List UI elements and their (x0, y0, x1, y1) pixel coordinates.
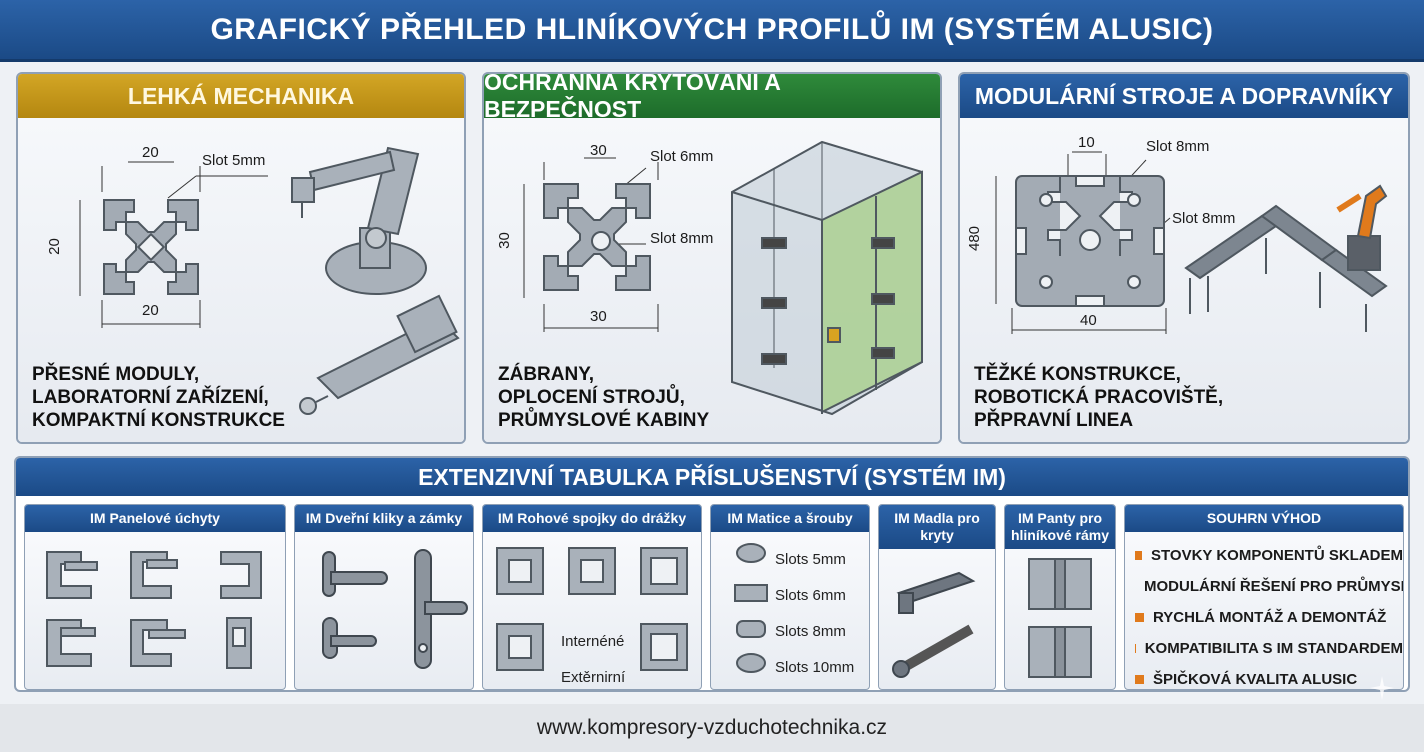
slot-label-8mm: Slot 8mm (650, 230, 714, 247)
summary-list: STOVKY KOMPONENTŮ SKLADEM MODULÁRNÍ ŘEŠE… (1125, 532, 1404, 689)
acc-corner-connectors: IM Rohové spojky do drážky Internéné Ext… (482, 504, 702, 690)
panel-light-mechanics-description: PŘESNÉ MODULY, LABORATORNÍ ZAŘÍZENÍ, KOM… (32, 364, 285, 431)
slot-10mm-label: Slots 10mm (775, 659, 855, 676)
dim-left: 480 (966, 225, 984, 252)
panel-modular-machines-header: MODULÁRNÍ STROJE A DOPRAVNÍKY (960, 74, 1408, 118)
slot-label: Slot 5mm (202, 152, 266, 169)
nuts-bolts-icon (734, 543, 768, 673)
panel-light-mechanics-header: LEHKÁ MECHANIKA (18, 74, 464, 118)
panel-modular-machines: MODULÁRNÍ STROJE A DOPRAVNÍKY (958, 72, 1410, 444)
summary-title: SOUHRN VÝHOD (1125, 505, 1403, 532)
dim-top: 30 (590, 142, 607, 159)
panel-modular-machines-description: TĚŽKÉ KONSTRUKCE, ROBOTICKÁ PRACOVIŠTĚ, … (974, 364, 1224, 431)
slot-8mm-label: Slots 8mm (775, 623, 846, 640)
slot-label-6mm: Slot 6mm (650, 148, 714, 165)
summary-item: MODULÁRNÍ ŘEŠENÍ PRO PRŮMYSL (1144, 578, 1404, 595)
profile-40x40-drawing (995, 151, 1388, 334)
door-handles-icon (322, 549, 468, 669)
internal-label: Internéné (561, 633, 625, 650)
dim-left: 20 (45, 238, 63, 255)
slot-label-top: Slot 8mm (1146, 138, 1210, 155)
acc-hinges: IM Panty pro hliníkové rámy (1004, 504, 1116, 690)
dim-bottom: 40 (1080, 312, 1097, 329)
acc-nuts-bolts-title: IM Matice a šrouby (711, 505, 869, 532)
acc-hinges-title: IM Panty pro hliníkové rámy (1005, 505, 1115, 549)
slot-6mm-label: Slots 6mm (775, 587, 846, 604)
slot-label-side: Slot 8mm (1172, 210, 1236, 227)
acc-door-handles-title: IM Dveřní kliky a zámky (295, 505, 473, 532)
acc-handles-title: IM Madla pro kryty (879, 505, 995, 549)
acc-panel-brackets-title: IM Panelové úchyty (25, 505, 285, 532)
sparkle-icon (1370, 676, 1394, 700)
panel-brackets-icon (46, 551, 262, 669)
external-label: Extěrnirní (561, 669, 626, 686)
hinges-icon (1028, 558, 1092, 678)
acc-corner-connectors-title: IM Rohové spojky do drážky (483, 505, 701, 532)
summary-item: KOMPATIBILITA S IM STANDARDEM (1135, 640, 1403, 657)
dim-bottom: 20 (142, 302, 159, 319)
footer-url[interactable]: www.kompresory-vzduchotechnika.cz (0, 704, 1424, 752)
panel-guarding-header: OCHRANNÁ KRYTOVÁNÍ A BEZPEČNOST (484, 74, 940, 122)
bullet-icon (1135, 644, 1136, 653)
bullet-icon (1135, 613, 1144, 622)
profile-20x20-drawing (79, 146, 460, 415)
summary-item: RYCHLÁ MONTÁŽ A DEMONTÁŽ (1135, 602, 1403, 633)
slot-5mm-label: Slots 5mm (775, 551, 846, 568)
summary-box: SOUHRN VÝHOD STOVKY KOMPONENTŮ SKLADEM M… (1124, 504, 1404, 690)
bullet-icon (1135, 675, 1144, 684)
page-title: GRAFICKÝ PŘEHLED HLINÍKOVÝCH PROFILŮ IM … (0, 0, 1424, 62)
dim-top: 10 (1078, 134, 1095, 151)
profile-30x30-drawing (523, 140, 923, 416)
panel-guarding: OCHRANNÁ KRYTOVÁNÍ A BEZPEČNOST (482, 72, 942, 444)
acc-nuts-bolts: IM Matice a šrouby Slots 5mm Slots 6mm S… (710, 504, 870, 690)
panel-light-mechanics: LEHKÁ MECHANIKA (16, 72, 466, 444)
accessories-header: EXTENZIVNÍ TABULKA PŘÍSLUŠENSTVÍ (SYSTÉM… (16, 458, 1408, 496)
acc-panel-brackets: IM Panelové úchyty (24, 504, 286, 690)
acc-door-handles: IM Dveřní kliky a zámky (294, 504, 474, 690)
summary-item: STOVKY KOMPONENTŮ SKLADEM (1135, 540, 1403, 571)
summary-item: ŠPIČKOVÁ KVALITA ALUSIC (1135, 664, 1403, 689)
corner-connectors-icon (496, 547, 688, 671)
accessories-table: EXTENZIVNÍ TABULKA PŘÍSLUŠENSTVÍ (SYSTÉM… (14, 456, 1410, 692)
bullet-icon (1135, 551, 1143, 560)
dim-bottom: 30 (590, 308, 607, 325)
dim-top: 20 (142, 144, 159, 161)
acc-handles: IM Madla pro kryty (878, 504, 996, 690)
panel-guarding-description: ZÁBRANY, OPLOCENÍ STROJŮ, PRŮMYSLOVÉ KAB… (498, 364, 710, 431)
dim-left: 30 (495, 232, 513, 249)
handles-icon (892, 571, 976, 678)
